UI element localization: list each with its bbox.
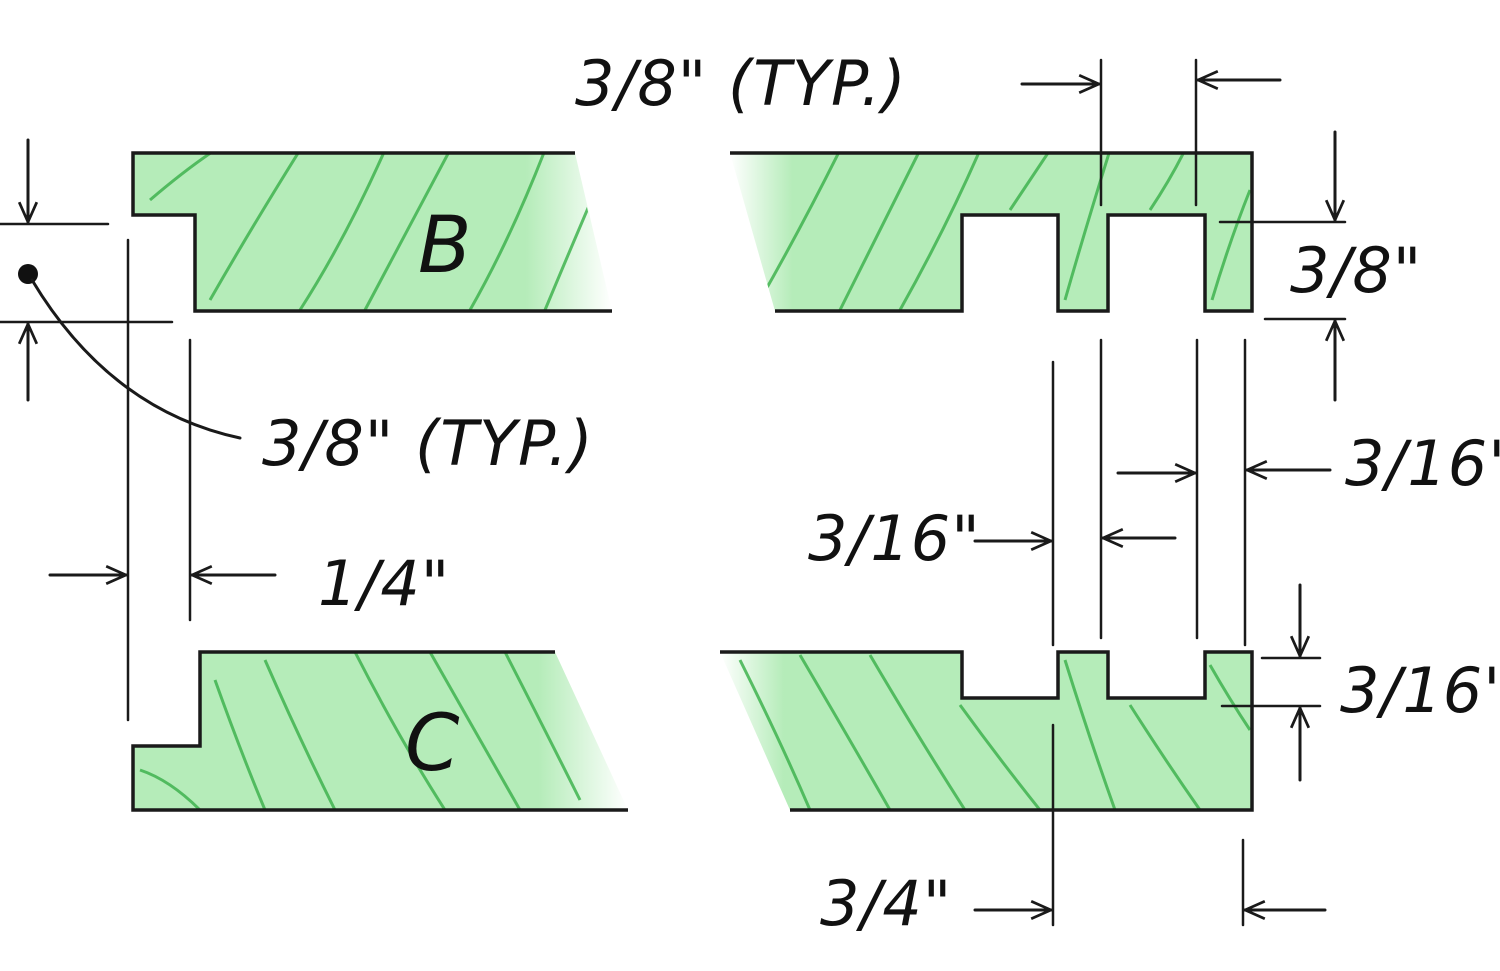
- dim-offset: 1/4": [48, 238, 450, 722]
- dim-right-depth: 3/8": [1218, 130, 1422, 402]
- dim-slot-gap-left: 3/16": [808, 502, 1177, 575]
- part-label-c: C: [405, 699, 460, 789]
- dim-label: 3/8" (TYP.): [262, 407, 594, 480]
- dim-label: 3/4": [820, 867, 952, 940]
- leader-line: [30, 278, 242, 440]
- board-c-right: [720, 650, 1254, 812]
- part-label-b: B: [418, 201, 472, 291]
- dim-top-slot-width: 3/8" (TYP.): [575, 47, 1282, 207]
- board-b-left: [131, 151, 612, 313]
- dim-bottom-width: 3/4": [820, 723, 1327, 940]
- dim-label: 3/16": [1345, 427, 1500, 500]
- center-extension-lines: [1051, 338, 1247, 647]
- board-b-right: [730, 151, 1254, 313]
- dim-label: 3/16": [1340, 654, 1500, 727]
- dim-groove-depth: 3/16": [1220, 583, 1500, 782]
- dim-label: 3/8": [1290, 234, 1422, 307]
- dim-label: 3/8" (TYP.): [575, 47, 907, 120]
- board-c-left: [131, 650, 628, 812]
- dim-tongue-thickness: 3/8" (TYP.): [0, 138, 594, 480]
- leader-dot: [18, 264, 38, 284]
- dim-label: 1/4": [318, 547, 450, 620]
- dim-label: 3/16": [808, 502, 981, 575]
- dim-slot-gap-right: 3/16": [1116, 427, 1500, 500]
